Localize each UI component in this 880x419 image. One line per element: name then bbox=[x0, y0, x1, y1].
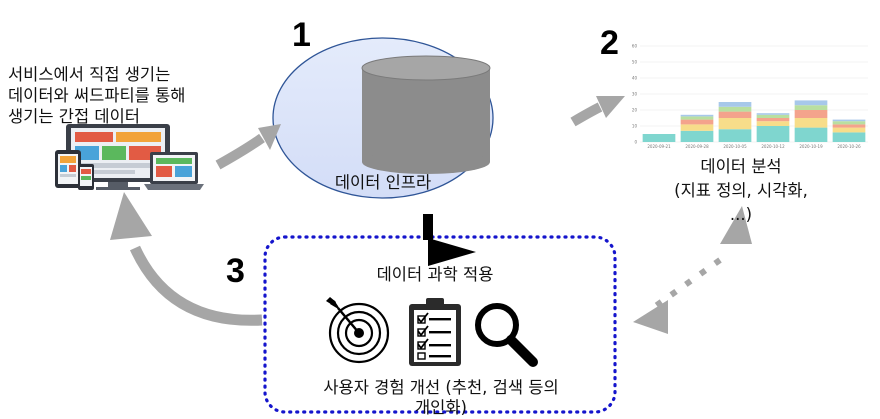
step-number-3: 3 bbox=[226, 254, 245, 288]
chart-ytick-label: 60 bbox=[632, 44, 638, 49]
arrow-infra-to-analysis bbox=[573, 96, 625, 122]
step-number-2: 2 bbox=[600, 26, 619, 60]
step-number-1: 1 bbox=[292, 18, 311, 52]
infra-label: 데이터 인프라 bbox=[300, 172, 466, 193]
arrow-infra-to-application bbox=[423, 214, 476, 266]
chart-bar-segment bbox=[719, 107, 752, 112]
chart-bar-segment bbox=[681, 124, 714, 130]
chart-xtick-label: 2020-10-19 bbox=[799, 144, 823, 149]
chart-bar-segment bbox=[757, 121, 790, 126]
chart-bar-segment bbox=[795, 100, 828, 105]
chart-bar-segment bbox=[681, 120, 714, 125]
source-description: 서비스에서 직접 생기는 데이터와 써드파티를 통해 생기는 간접 데이터 bbox=[8, 64, 258, 127]
analysis-line-3: ...) bbox=[636, 203, 846, 227]
chart-bar-segment bbox=[757, 126, 790, 142]
source-line-1: 서비스에서 직접 생기는 bbox=[8, 64, 258, 85]
chart-ytick-label: 20 bbox=[632, 108, 638, 113]
chart-bar-segment bbox=[719, 112, 752, 118]
analysis-chart: 0 10 20 30 40 50 60 2020-09-21 2020-09-28 2020-10… bbox=[632, 44, 868, 150]
chart-xtick-label: 2020-10-26 bbox=[837, 144, 861, 149]
analysis-line-2: (지표 정의, 시각화, bbox=[636, 179, 846, 203]
source-line-3: 생기는 간접 데이터 bbox=[8, 106, 258, 127]
chart-bar-segment bbox=[719, 102, 752, 107]
chart-xtick-label: 2020-10-12 bbox=[761, 144, 785, 149]
application-caption-line-1: 사용자 경험 개선 (추천, 검색 등의 bbox=[286, 378, 596, 398]
chart-ytick-label: 30 bbox=[632, 92, 638, 97]
chart-bar-segment bbox=[833, 132, 866, 142]
chart-bar-segment bbox=[833, 124, 866, 127]
checklist-icon bbox=[409, 298, 461, 366]
chart-bar-segment bbox=[757, 115, 790, 118]
chart-bar-segment bbox=[681, 115, 714, 117]
chart-bar-segment bbox=[795, 105, 828, 110]
chart-bar-segment bbox=[833, 121, 866, 124]
chart-xtick-label: 2020-09-21 bbox=[647, 144, 671, 149]
application-title: 데이터 과학 적용 bbox=[328, 264, 542, 285]
application-caption: 사용자 경험 개선 (추천, 검색 등의 개인화) bbox=[286, 378, 596, 418]
target-icon bbox=[326, 297, 388, 362]
analysis-line-1: 데이터 분석 bbox=[636, 155, 846, 179]
chart-ytick-label: 0 bbox=[634, 140, 637, 145]
chart-bar-segment bbox=[643, 134, 676, 142]
source-line-2: 데이터와 써드파티를 통해 bbox=[8, 85, 258, 106]
chart-xtick-label: 2020-10-05 bbox=[723, 144, 747, 149]
chart-bar-segment bbox=[681, 131, 714, 142]
database-icon bbox=[362, 56, 490, 174]
chart-ytick-label: 50 bbox=[632, 60, 638, 65]
chart-xtick-label: 2020-09-28 bbox=[685, 144, 709, 149]
chart-bar-segment bbox=[795, 118, 828, 128]
chart-bar-segment bbox=[795, 128, 828, 142]
chart-bar-segment bbox=[757, 113, 790, 115]
application-caption-line-2: 개인화) bbox=[286, 398, 596, 418]
chart-bar-segment bbox=[833, 128, 866, 133]
analysis-description: 데이터 분석 (지표 정의, 시각화, ...) bbox=[636, 155, 846, 227]
chart-bar-segment bbox=[719, 118, 752, 129]
devices-icon bbox=[55, 124, 204, 190]
chart-bar-segment bbox=[719, 129, 752, 142]
magnifier-icon bbox=[478, 306, 533, 362]
chart-ytick-label: 10 bbox=[632, 124, 638, 129]
arrow-source-to-infra bbox=[218, 124, 281, 165]
chart-ytick-label: 40 bbox=[632, 76, 638, 81]
chart-bar-segment bbox=[757, 118, 790, 121]
chart-bar-segment bbox=[795, 110, 828, 118]
chart-bar-segment bbox=[833, 120, 866, 122]
chart-bar-segment bbox=[681, 116, 714, 119]
